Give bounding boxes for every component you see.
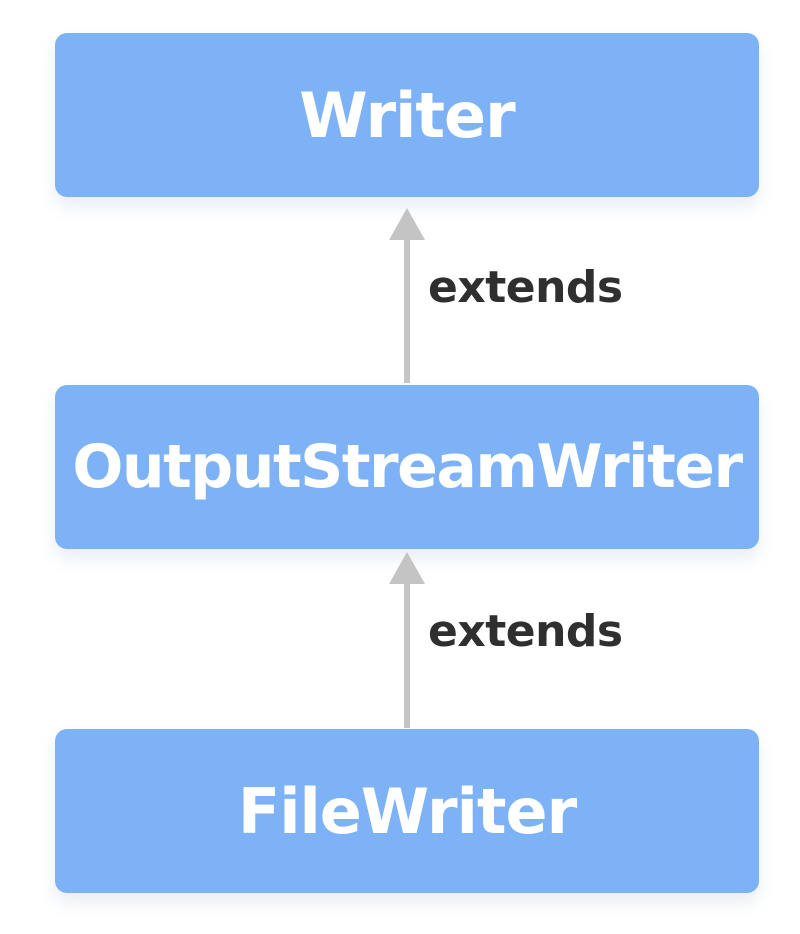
edge-label-filewriter-extends-osw: extends [428,606,623,657]
file-writer-node: FileWriter [55,729,759,893]
arrow-filewriter-to-osw [389,552,425,728]
arrow-up-icon [389,208,425,240]
file-writer-node-label: FileWriter [237,774,577,848]
output-stream-writer-node-label: OutputStreamWriter [72,432,743,502]
arrow-up-icon [389,552,425,584]
edge-label-osw-extends-writer: extends [428,262,623,313]
writer-node: Writer [55,33,759,197]
output-stream-writer-node: OutputStreamWriter [55,385,759,549]
writer-node-label: Writer [299,78,515,152]
arrow-osw-to-writer [389,208,425,383]
